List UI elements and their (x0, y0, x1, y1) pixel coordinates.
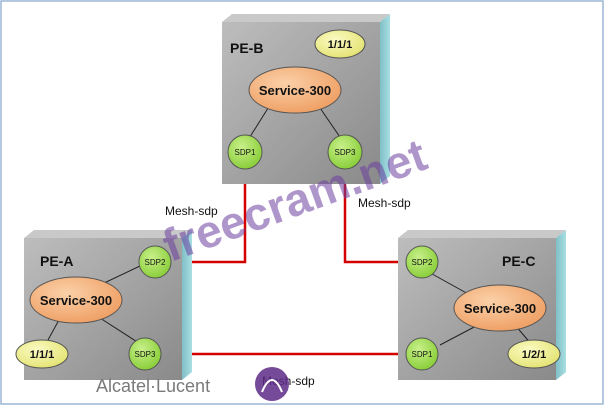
sdp-label: SDP2 (412, 258, 433, 267)
router-side-face (556, 230, 566, 380)
sdp-label: SDP2 (145, 258, 166, 267)
connector-line (99, 264, 143, 286)
logo-icon (255, 367, 289, 401)
link-label-bc: Mesh-sdp (358, 196, 411, 210)
connector-line (439, 324, 479, 346)
router-top-face (398, 230, 566, 238)
sdp-node (327, 134, 363, 170)
sdp-label: SDP3 (335, 148, 356, 157)
link-label-ab: Mesh-sdp (165, 204, 218, 218)
port-label: 1/2/1 (522, 349, 546, 361)
sdp-label: SDP1 (412, 350, 433, 359)
sdp-node (405, 245, 439, 279)
connector-line (317, 104, 343, 141)
router-pe-b: PE-B 1/1/1 Service-300 SDP1 SDP3 (222, 14, 390, 184)
port-badge (507, 339, 561, 369)
sdp-node (405, 337, 439, 371)
service-node (248, 66, 342, 114)
port-badge (314, 29, 366, 59)
service-label: Service-300 (464, 301, 536, 316)
router-top-face (24, 230, 192, 238)
link-pe-a-pe-b (175, 170, 247, 264)
sdp-node (128, 337, 162, 371)
sdp-node (227, 134, 263, 170)
connector-line (99, 317, 143, 346)
connector-line (247, 104, 271, 141)
router-pe-c: PE-C SDP2 Service-300 SDP1 1/2/1 (398, 230, 566, 380)
port-label: 1/1/1 (30, 349, 54, 361)
logo-text: Alcatel·Lucent (96, 376, 210, 396)
sdp-node (138, 245, 172, 279)
service-node (29, 276, 123, 324)
router-name: PE-A (40, 253, 73, 269)
service-label: Service-300 (259, 83, 331, 98)
sdp-label: SDP1 (235, 148, 256, 157)
router-pe-a: PE-A SDP2 Service-300 1/1/1 SDP3 (15, 230, 192, 380)
service-label: Service-300 (40, 293, 112, 308)
router-name: PE-B (230, 40, 263, 56)
sdp-label: SDP3 (135, 350, 156, 359)
router-name: PE-C (502, 253, 535, 269)
links (160, 170, 410, 356)
router-top-face (222, 14, 390, 22)
port-badge (15, 339, 69, 369)
port-label: 1/1/1 (328, 39, 352, 51)
link-pe-b-pe-c (343, 170, 410, 264)
router-side-face (182, 230, 192, 380)
router-side-face (380, 14, 390, 184)
service-node (453, 284, 547, 332)
